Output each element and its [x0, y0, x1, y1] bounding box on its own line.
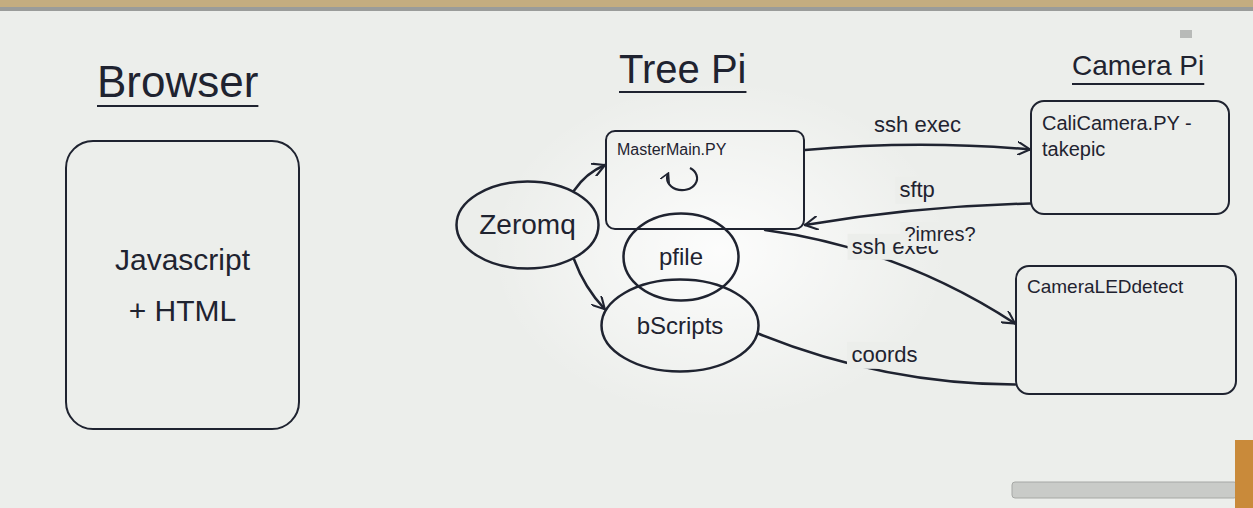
wall-strip	[0, 0, 1253, 7]
frame-clip	[1180, 30, 1192, 38]
connector-arrow	[805, 145, 1030, 150]
node-label: CaliCamera.PY -takepic	[1042, 110, 1212, 162]
connector-arrow	[574, 259, 605, 309]
node-label: Javascript + HTML	[103, 234, 263, 336]
file-circle: pfile	[622, 212, 740, 302]
node-label: bScripts	[637, 310, 724, 341]
note-text: ?imres?	[900, 222, 979, 246]
door-edge	[1235, 440, 1253, 508]
scripts-circle: bScripts	[600, 278, 760, 373]
column-heading: Browser	[97, 57, 258, 107]
text-group: CameraLEDdetect	[1027, 275, 1183, 300]
loop-arrow	[667, 168, 697, 190]
node-label: Zeromq	[479, 207, 575, 243]
ellipse-shape	[457, 182, 599, 269]
column-heading: Tree Pi	[619, 47, 746, 92]
text-group: Javascript + HTML	[103, 234, 263, 336]
ellipse-shape	[602, 280, 759, 372]
node-label: CameraLEDdetect	[1027, 275, 1183, 300]
edge-label: sftp	[895, 177, 938, 203]
text-group: CaliCamera.PY -takepic	[1042, 110, 1212, 162]
edge-label: coords	[847, 342, 921, 368]
process-box: Tree PiMasterMain.PY	[605, 130, 805, 230]
board-frame	[0, 7, 1253, 11]
zeromq-circle: Zeromq	[455, 180, 600, 270]
text-group: Zeromq	[479, 207, 575, 243]
column-heading: Camera Pi	[1072, 50, 1204, 82]
node-label: MasterMain.PY	[617, 140, 726, 161]
edge-label: ssh exec	[870, 112, 965, 138]
text-group: pfile	[659, 241, 703, 272]
text-group: MasterMain.PY	[617, 140, 726, 161]
text-group: bScripts	[637, 310, 724, 341]
marker-tray	[1012, 482, 1237, 498]
node-label: pfile	[659, 241, 703, 272]
connector-arrow	[574, 165, 605, 191]
script-box: Camera PiCaliCamera.PY -takepic	[1030, 100, 1230, 215]
connector-arrow	[759, 334, 1015, 385]
script-box: CameraLEDdetect	[1015, 265, 1237, 395]
browser-box: BrowserJavascript + HTML	[65, 140, 300, 430]
